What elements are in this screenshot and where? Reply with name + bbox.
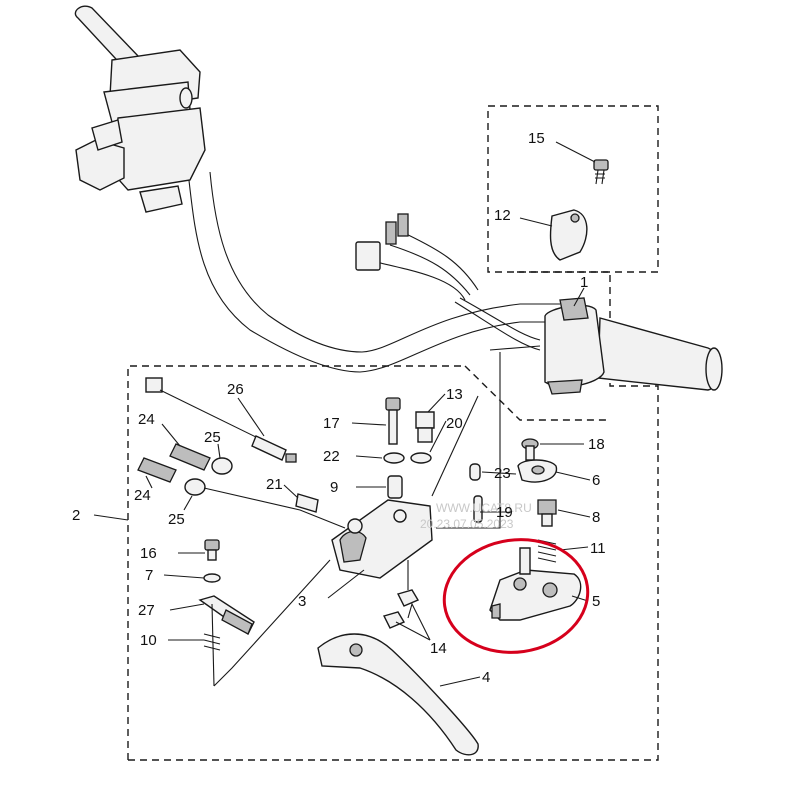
leader-lines (93, 141, 596, 687)
label-part-10: 10 (140, 632, 157, 649)
label-part-13: 13 (446, 386, 463, 403)
clutch-lever-part-4 (317, 633, 479, 756)
washer-part-22 (383, 452, 405, 464)
label-part-18: 18 (588, 436, 605, 453)
label-part-15: 15 (528, 130, 545, 147)
label-part-11: 11 (590, 540, 606, 557)
plate-part-6 (517, 459, 558, 483)
label-part-16: 16 (140, 545, 157, 562)
label-part-26: 26 (227, 381, 244, 398)
wiring-harness (355, 213, 541, 351)
adjuster-part-24-lower (137, 457, 177, 483)
label-part-17: 17 (323, 415, 340, 432)
spring-part-10 (203, 633, 221, 651)
label-part-27: 27 (138, 602, 155, 619)
clutch-switch-cable-26 (145, 377, 297, 463)
label-part-20: 20 (446, 415, 463, 432)
plate-part-27 (198, 595, 255, 636)
bolt-part-17 (385, 397, 401, 445)
locknut-part-25-upper (211, 457, 233, 475)
label-part-23: 23 (494, 465, 511, 482)
screw-part-15 (593, 159, 609, 185)
label-part-22: 22 (323, 448, 340, 465)
master-cylinder-assembly (74, 5, 206, 213)
locknut-part-25-lower (184, 478, 206, 496)
clutch-switch-part-5 (489, 547, 582, 621)
label-part-25-upper: 25 (204, 429, 221, 446)
label-part-7: 7 (145, 567, 153, 584)
label-part-6: 6 (592, 472, 600, 489)
label-part-12: 12 (494, 207, 511, 224)
pin-part-23 (469, 463, 481, 481)
pin-part-19 (473, 495, 483, 523)
label-part-4: 4 (482, 669, 490, 686)
lever-holder-part-3 (331, 499, 433, 579)
label-part-1: 1 (580, 274, 588, 291)
leader-group-27b (211, 603, 215, 687)
pivot-bolt-part-13 (415, 411, 435, 443)
highlight-circle (442, 538, 590, 654)
label-part-14: 14 (430, 640, 447, 657)
watermark-line-2: 20.23.07.05.2023 (420, 517, 514, 531)
pin-part-21 (295, 493, 319, 513)
label-part-9: 9 (330, 479, 338, 496)
label-part-8: 8 (592, 509, 600, 526)
washer-part-20 (410, 452, 432, 464)
right-grip (597, 317, 723, 391)
bolt-part-8 (537, 499, 557, 527)
label-part-25-lower: 25 (168, 511, 185, 528)
start-switch-part-1 (489, 297, 605, 395)
label-part-5: 5 (592, 593, 600, 610)
watermark-line-1: WWW.UCAT8.RU (436, 501, 532, 515)
label-part-2: 2 (72, 507, 80, 524)
collar-part-9 (387, 475, 403, 499)
leader-group-27 (213, 559, 331, 687)
washer-part-7 (203, 573, 221, 583)
screw-part-16 (204, 539, 220, 561)
clamp-part-12 (549, 209, 588, 261)
label-part-19: 19 (496, 504, 513, 521)
handlebar (187, 171, 560, 373)
label-part-24-upper: 24 (138, 411, 155, 428)
label-part-3: 3 (298, 593, 306, 610)
group-box-upper (487, 105, 659, 273)
adjuster-part-24-upper (169, 443, 211, 471)
screw-part-18 (521, 438, 539, 461)
label-part-21: 21 (266, 476, 283, 493)
label-part-24-lower: 24 (134, 487, 151, 504)
